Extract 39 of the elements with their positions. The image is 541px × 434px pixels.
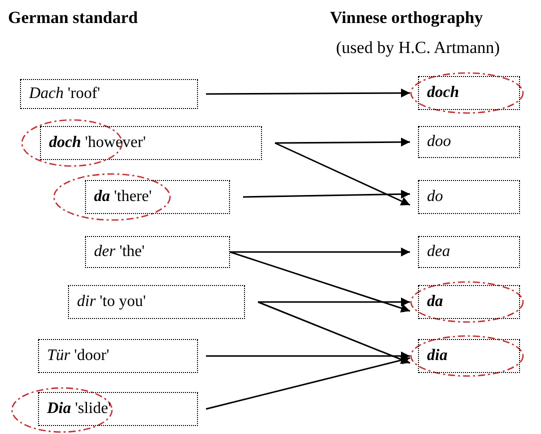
word-text: da — [427, 293, 443, 311]
arrow — [230, 248, 410, 256]
arrow — [275, 138, 410, 147]
arrow — [206, 88, 410, 98]
word-box — [418, 76, 520, 110]
arrow — [274, 142, 410, 206]
word-text: dea — [427, 243, 450, 261]
word-box — [418, 180, 520, 214]
word-box — [20, 79, 198, 109]
word-box — [68, 285, 245, 319]
word-box — [418, 285, 520, 319]
word-text: dir 'to you' — [77, 293, 146, 311]
word-text: Tür 'door' — [47, 347, 110, 365]
word-box — [85, 180, 230, 214]
word-box — [418, 339, 520, 373]
column-heading: German standard — [8, 8, 138, 28]
word-box — [38, 392, 198, 426]
word-text: do — [427, 188, 443, 206]
arrow — [206, 356, 410, 410]
word-box — [418, 236, 520, 268]
word-text: doch — [427, 84, 459, 102]
word-text: doo — [427, 133, 451, 151]
word-box — [40, 126, 262, 160]
column-heading: Vinnese orthography — [330, 8, 483, 28]
word-text: der 'the' — [94, 243, 145, 261]
word-text: Dia 'slide' — [47, 400, 111, 418]
arrow — [258, 301, 410, 364]
word-text: dia — [427, 347, 448, 365]
word-text: da 'there' — [94, 188, 152, 206]
word-box — [85, 236, 230, 268]
arrow — [230, 251, 410, 312]
word-box — [418, 126, 520, 158]
word-text: Dach 'roof' — [29, 85, 100, 103]
arrow — [242, 190, 410, 199]
arrow — [258, 298, 410, 306]
word-text: doch 'however' — [49, 134, 146, 152]
arrow — [206, 352, 410, 360]
column-heading: (used by H.C. Artmann) — [336, 38, 500, 58]
word-box — [38, 339, 198, 373]
